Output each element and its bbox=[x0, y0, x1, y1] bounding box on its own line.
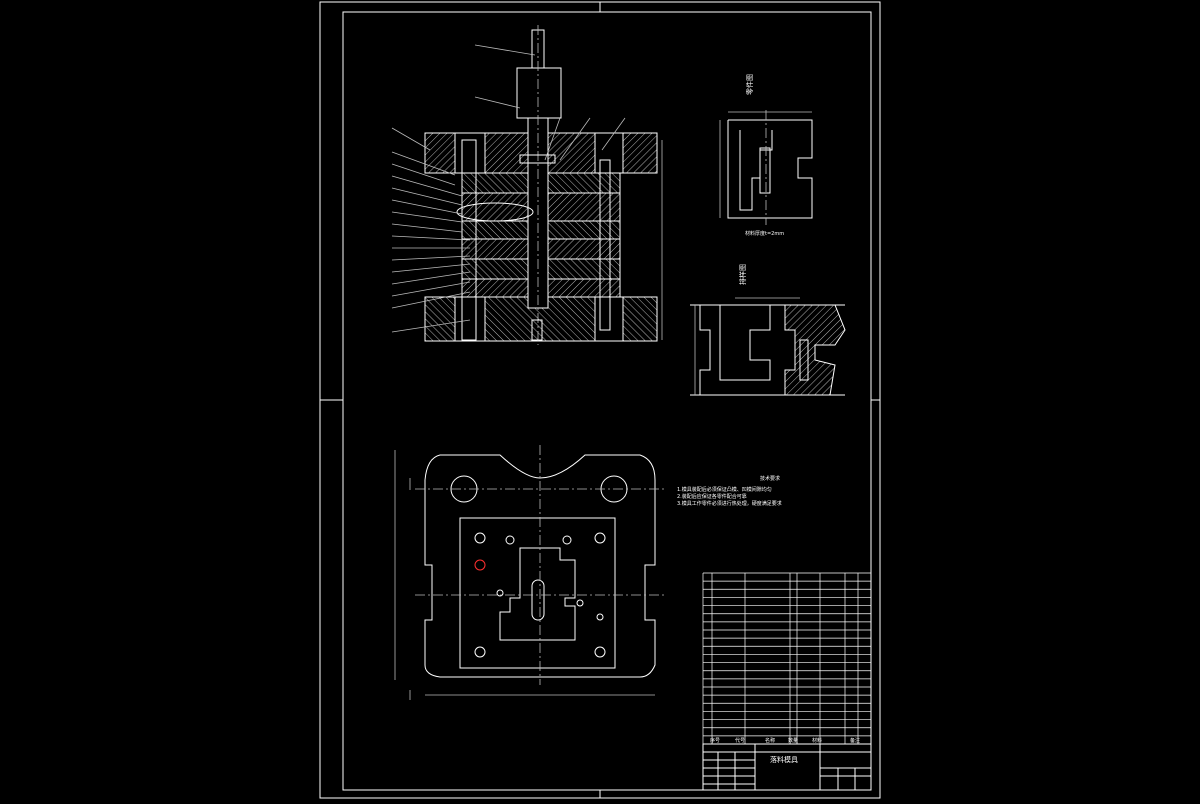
bom-header-qty: 数量 bbox=[788, 737, 798, 744]
tech-req-title: 技术要求 bbox=[760, 475, 780, 482]
highlighted-hole bbox=[474, 559, 486, 571]
bom-header-remark: 备注 bbox=[850, 737, 860, 744]
tech-req-line-1: 1.模具装配后必须保证凸模、凹模间隙均匀 bbox=[677, 486, 772, 493]
layout-view-title: 排样图 bbox=[738, 264, 747, 285]
title-block-name: 落料模具 bbox=[770, 755, 798, 764]
drawing-frame bbox=[319, 1, 881, 799]
part-view: 零件图 材料厚度t=2mm bbox=[719, 74, 813, 237]
tech-req-line-2: 2.装配后应保证各零件配合可靠 bbox=[677, 493, 747, 500]
part-thickness-note: 材料厚度t=2mm bbox=[745, 230, 784, 237]
part-view-title: 零件图 bbox=[745, 74, 754, 95]
bill-of-materials bbox=[702, 572, 872, 745]
bom-header-name: 名称 bbox=[765, 737, 775, 744]
die-section-view bbox=[391, 25, 663, 345]
bom-header-code: 代号 bbox=[735, 737, 745, 744]
bom-header-material: 材料 bbox=[812, 737, 822, 744]
technical-requirements: 技术要求 1.模具装配后必须保证凸模、凹模间隙均匀 2.装配后应保证各零件配合可… bbox=[677, 475, 782, 507]
die-plan-view bbox=[394, 445, 665, 700]
strip-layout-view: 排样图 bbox=[690, 264, 846, 396]
title-block: 落料模具 bbox=[702, 743, 872, 791]
bom-header-no: 序号 bbox=[710, 737, 720, 744]
tech-req-line-3: 3.模具工作零件必须进行热处理，硬度满足要求 bbox=[677, 500, 782, 507]
